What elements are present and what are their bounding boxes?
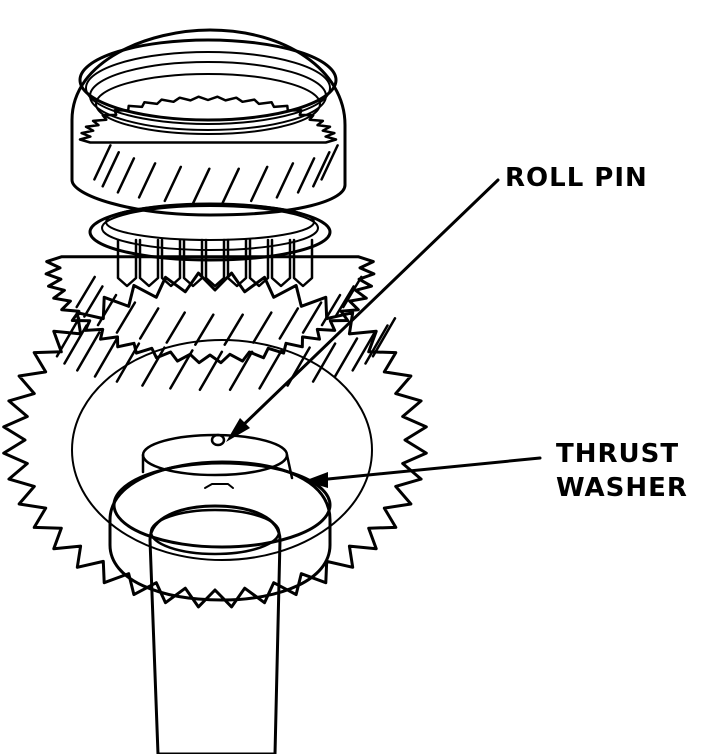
top-synchronizer-ring: [70, 28, 347, 217]
thrust-washer-leader: [304, 456, 542, 488]
thrust-washer-label-line2: WASHER: [556, 473, 688, 503]
roll-pin: [210, 433, 226, 447]
roll-pin-leader: [226, 178, 500, 442]
synchronizer-gear: [44, 202, 376, 365]
gear-tooth-hatching: [93, 144, 339, 205]
roll-pin-label: ROLL PIN: [505, 163, 648, 193]
thrust-washer-label-line1: THRUST: [556, 439, 679, 469]
large-helical-gear: [2, 271, 428, 609]
spline-teeth: [116, 238, 314, 288]
output-shaft: [148, 504, 282, 754]
gear-tooth-hatching: [75, 275, 363, 346]
thrust-washer: [108, 433, 332, 602]
